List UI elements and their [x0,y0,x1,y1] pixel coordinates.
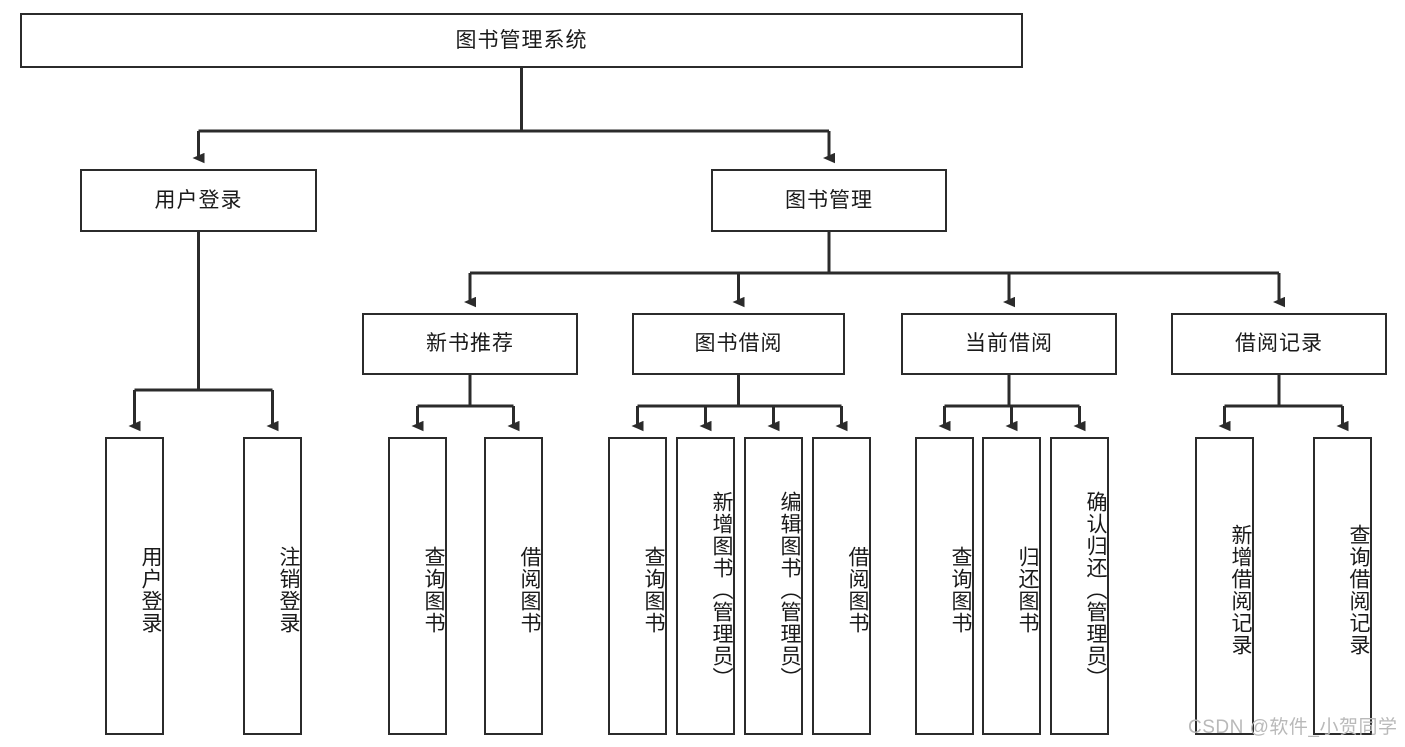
node-leaf-user-login[interactable]: 用户登录 [105,437,164,735]
node-leaf-query-book-borrow-label: 查询图书 [642,546,665,634]
node-new-book-recommend-label: 新书推荐 [426,332,514,356]
node-leaf-user-login-label: 用户登录 [139,546,162,634]
node-leaf-return-book[interactable]: 归还图书 [982,437,1041,735]
node-leaf-query-borrow-record[interactable]: 查询借阅记录 [1313,437,1372,735]
csdn-watermark: CSDN @软件_小贺同学 [1188,717,1398,738]
node-current-borrow[interactable]: 当前借阅 [901,313,1117,375]
node-leaf-edit-book-admin-label: 编辑图书（管理员） [778,491,801,689]
node-leaf-query-book-borrow[interactable]: 查询图书 [608,437,667,735]
node-leaf-query-book-cur-label: 查询图书 [949,546,972,634]
connector-group-new-book-recommend [411,375,520,432]
node-leaf-query-book-rec[interactable]: 查询图书 [388,437,447,735]
node-book-borrow-label: 图书借阅 [694,332,783,356]
node-leaf-query-book-cur[interactable]: 查询图书 [915,437,974,735]
node-leaf-borrow-book-rec-label: 借阅图书 [518,546,541,634]
connector-group-borrow-record [1218,375,1349,432]
node-current-borrow-label: 当前借阅 [965,332,1053,356]
node-leaf-user-logout[interactable]: 注销登录 [243,437,302,735]
node-leaf-user-logout-label: 注销登录 [277,546,300,634]
connector-group-current-borrow [938,375,1086,432]
node-user-login-label: 用户登录 [154,188,243,212]
node-leaf-borrow-book[interactable]: 借阅图书 [812,437,871,735]
connector-group-user-login [128,232,279,432]
node-leaf-borrow-book-rec[interactable]: 借阅图书 [484,437,543,735]
node-leaf-add-borrow-record-label: 新增借阅记录 [1229,524,1252,656]
node-leaf-return-book-label: 归还图书 [1016,546,1039,634]
connector-group-root [192,68,835,164]
node-root-label: 图书管理系统 [455,28,588,52]
connector-group-book-borrow [631,375,848,432]
node-borrow-record-label: 借阅记录 [1235,332,1323,356]
node-new-book-recommend[interactable]: 新书推荐 [362,313,578,375]
node-leaf-query-borrow-record-label: 查询借阅记录 [1347,524,1370,656]
node-leaf-add-book-admin-label: 新增图书（管理员） [710,491,733,689]
node-root[interactable]: 图书管理系统 [20,13,1023,68]
node-leaf-add-book-admin[interactable]: 新增图书（管理员） [676,437,735,735]
node-user-login[interactable]: 用户登录 [80,169,317,232]
node-book-manage-label: 图书管理 [785,188,873,212]
node-borrow-record[interactable]: 借阅记录 [1171,313,1387,375]
node-leaf-edit-book-admin[interactable]: 编辑图书（管理员） [744,437,803,735]
node-book-borrow[interactable]: 图书借阅 [632,313,845,375]
node-leaf-query-book-rec-label: 查询图书 [422,546,445,634]
node-leaf-add-borrow-record[interactable]: 新增借阅记录 [1195,437,1254,735]
node-leaf-borrow-book-label: 借阅图书 [846,546,869,634]
node-leaf-confirm-return-admin[interactable]: 确认归还（管理员） [1050,437,1109,735]
node-leaf-confirm-return-admin-label: 确认归还（管理员） [1084,491,1107,689]
node-book-manage[interactable]: 图书管理 [711,169,947,232]
connector-group-book-manage [464,232,1285,308]
